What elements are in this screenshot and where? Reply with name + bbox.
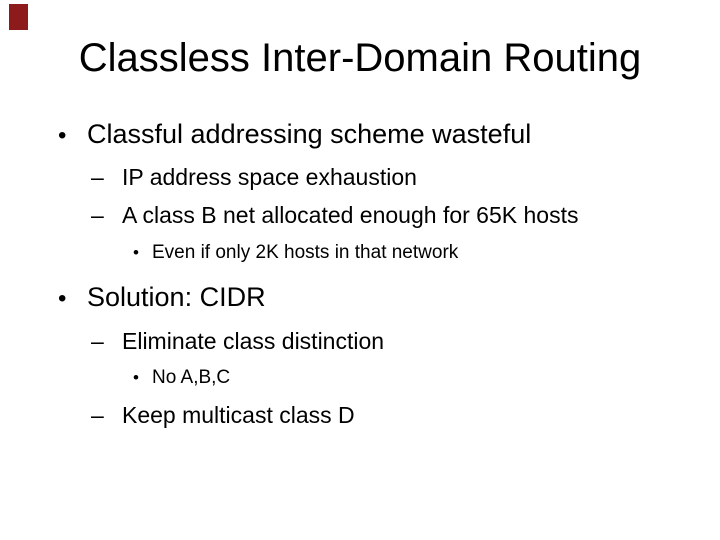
bullet-text: Classful addressing scheme wasteful	[87, 119, 532, 149]
bullet-text: IP address space exhaustion	[122, 164, 417, 190]
bullet-item: – IP address space exhaustion	[0, 163, 720, 191]
bullet-item: • Even if only 2K hosts in that network	[0, 241, 720, 265]
bullet-list: • Classful addressing scheme wasteful – …	[0, 118, 720, 429]
bullet-icon: •	[133, 243, 139, 262]
dash-icon: –	[91, 402, 104, 428]
bullet-text: A class B net allocated enough for 65K h…	[122, 202, 579, 228]
bullet-icon: •	[58, 122, 67, 149]
bullet-text: Keep multicast class D	[122, 402, 355, 428]
bullet-text: Eliminate class distinction	[122, 328, 385, 354]
bullet-item: • Solution: CIDR	[0, 281, 720, 315]
bullet-item: – A class B net allocated enough for 65K…	[0, 201, 720, 229]
slide-accent-bar	[9, 4, 28, 30]
dash-icon: –	[91, 328, 104, 354]
slide-title: Classless Inter-Domain Routing	[78, 36, 642, 80]
bullet-text: Solution: CIDR	[87, 282, 266, 312]
dash-icon: –	[91, 164, 104, 190]
bullet-item: – Keep multicast class D	[0, 401, 720, 429]
bullet-text: No A,B,C	[152, 367, 231, 388]
bullet-item: • No A,B,C	[0, 366, 720, 390]
bullet-icon: •	[58, 285, 67, 312]
bullet-text: Even if only 2K hosts in that network	[152, 242, 459, 263]
bullet-item: – Eliminate class distinction	[0, 327, 720, 355]
dash-icon: –	[91, 202, 104, 228]
bullet-icon: •	[133, 368, 139, 387]
bullet-item: • Classful addressing scheme wasteful	[0, 118, 720, 152]
